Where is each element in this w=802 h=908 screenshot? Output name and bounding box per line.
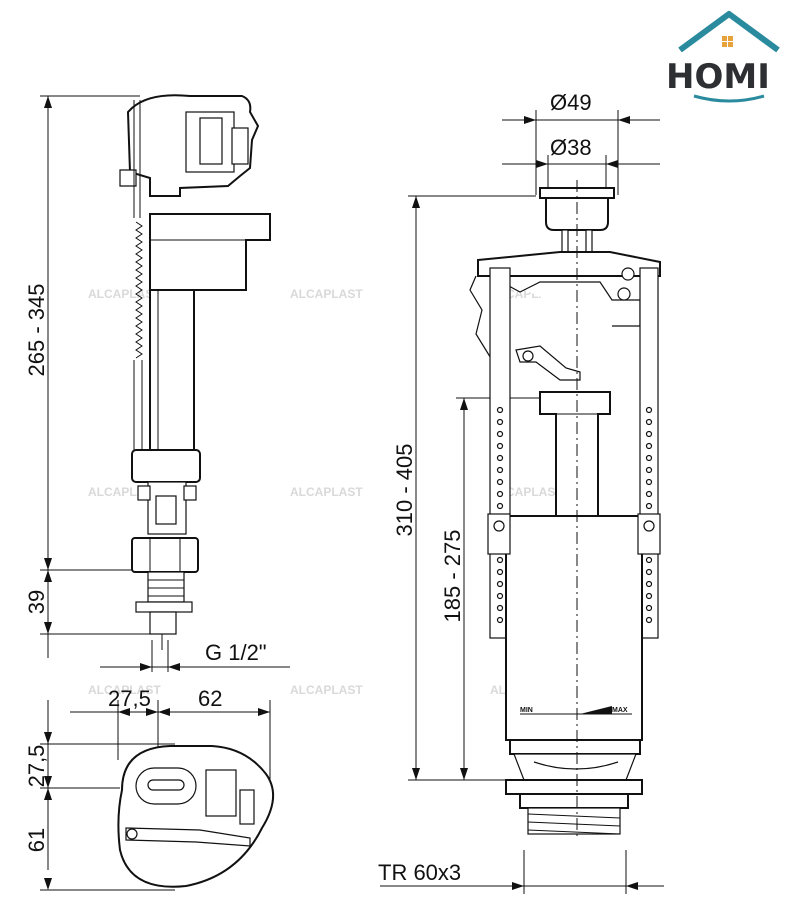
scale-min: MIN: [520, 707, 533, 714]
scale-max: MAX: [612, 707, 628, 714]
outer-diameter: Ø49: [550, 90, 592, 115]
top-view-dim-left: 27,5: [108, 686, 151, 711]
fill-valve-top-view: 27,5 62 27,5 61: [24, 686, 274, 891]
watermark: ALCAPLAST: [290, 485, 363, 499]
flush-valve-thread: TR 60x3: [378, 860, 461, 885]
total-height: 310 - 405: [392, 444, 417, 537]
flush-valve-drawing: Ø49 Ø38 310 - 405 185 - 275: [378, 90, 664, 894]
top-view-dim-right: 62: [198, 686, 222, 711]
adjustment-holes: [496, 406, 653, 624]
watermark: ALCAPLAST: [290, 287, 363, 301]
top-view-dim-top: 27,5: [24, 745, 49, 788]
fill-valve-height: 265 - 345: [24, 284, 49, 377]
watermark: ALCAPLAST: [88, 287, 161, 301]
top-view-dim-bottom: 61: [24, 828, 49, 852]
inner-diameter: Ø38: [550, 135, 592, 160]
roof-icon: [678, 11, 780, 53]
watermark: ALCAPLAST: [88, 683, 161, 697]
watermark: ALCAPLAST: [290, 683, 363, 697]
fill-valve-drawing: 265 - 345 39 G 1/2": [24, 94, 290, 672]
fill-valve-thread: G 1/2": [205, 640, 267, 665]
homi-logo: HOMI: [666, 11, 780, 103]
logo-text: HOMI: [666, 57, 770, 97]
overflow-height: 185 - 275: [440, 530, 465, 623]
fill-valve-bottom-height: 39: [24, 590, 49, 614]
